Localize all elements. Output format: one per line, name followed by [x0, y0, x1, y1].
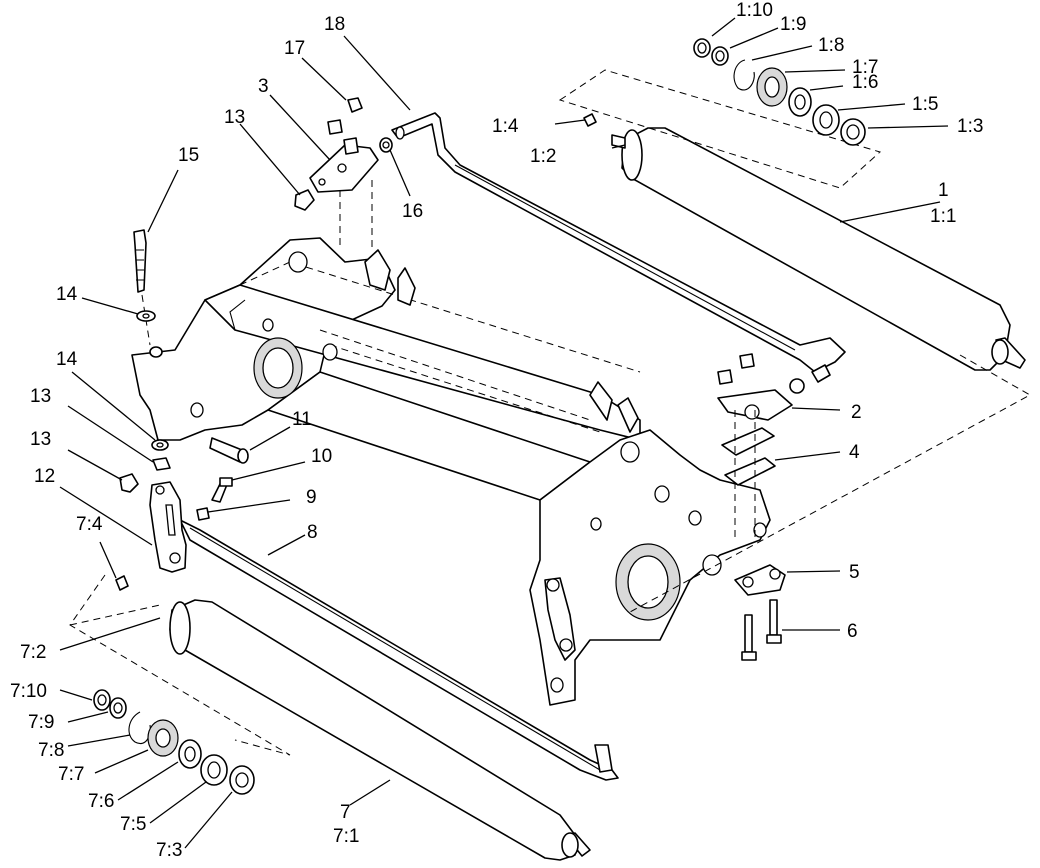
scraper-rod-18 [391, 112, 846, 383]
callout-3: 3 [258, 76, 269, 97]
callout-7-3: 7:3 [156, 840, 182, 861]
callout-7-2: 7:2 [20, 642, 46, 663]
callout-10: 10 [311, 446, 332, 467]
roller-7-hardware [93, 575, 255, 795]
callout-14-low: 14 [56, 349, 78, 370]
callout-1-4: 1:4 [492, 116, 519, 137]
retaining-ring-1-8 [733, 59, 755, 91]
callout-7-9: 7:9 [28, 712, 54, 733]
callout-11: 11 [292, 409, 312, 430]
callout-5: 5 [849, 562, 860, 583]
callout-12: 12 [34, 466, 55, 487]
callout-1: 1 [938, 180, 949, 201]
callout-16: 16 [402, 201, 423, 222]
callout-7-6: 7:6 [88, 791, 114, 812]
left-hardware [119, 229, 249, 573]
callout-1-8: 1:8 [818, 35, 844, 56]
leader-lines [59, 17, 949, 849]
main-frame [131, 237, 771, 706]
nut-17 [347, 97, 363, 113]
callout-7-7: 7:7 [58, 764, 84, 785]
callout-1-9: 1:9 [780, 14, 806, 35]
nut-13b [152, 457, 171, 471]
callout-7-10: 7:10 [10, 681, 47, 702]
grease-fitting-7-4 [115, 575, 129, 591]
roller-1-hardware [583, 38, 866, 146]
plate-4 [721, 427, 775, 456]
callout-labels: 1 1:1 1:2 1:3 1:4 1:5 1:6 1:7 1:8 1:9 1:… [10, 0, 983, 861]
callout-13-top: 13 [224, 107, 245, 128]
callout-6: 6 [847, 621, 858, 642]
bolt-15 [133, 229, 147, 293]
callout-17: 17 [284, 38, 305, 59]
callout-18: 18 [324, 14, 345, 35]
callout-2: 2 [851, 402, 862, 423]
callout-7-5: 7:5 [120, 814, 146, 835]
grease-fitting-1-4 [583, 113, 597, 127]
callout-1-2: 1:2 [530, 146, 556, 167]
callout-8: 8 [307, 522, 318, 543]
roller-1 [611, 127, 1026, 371]
roller-7 [169, 599, 591, 861]
callout-13-low: 13 [30, 429, 51, 450]
callout-14-top: 14 [56, 284, 78, 305]
frame-top-bar [204, 284, 641, 441]
retaining-ring-7-8 [128, 711, 151, 744]
callout-7-1: 7:1 [333, 826, 359, 847]
callout-9: 9 [306, 487, 317, 508]
roller-7-exploded-guide [69, 574, 291, 756]
nut-13c [119, 473, 139, 493]
callout-7-8: 7:8 [38, 740, 64, 761]
scraper-rod-8 [179, 519, 619, 781]
callout-4: 4 [849, 442, 860, 463]
bolt-6b [769, 599, 778, 636]
callout-1-6: 1:6 [852, 72, 878, 93]
bolt-6a [744, 614, 753, 653]
right-hardware [717, 353, 805, 661]
callout-15: 15 [178, 145, 199, 166]
callout-13-mid: 13 [30, 386, 51, 407]
roller-1-exploded-guide [558, 69, 881, 189]
bushing-9 [196, 507, 210, 521]
callout-7-4: 7:4 [76, 514, 103, 535]
callout-7: 7 [340, 802, 351, 823]
callout-1-1: 1:1 [930, 206, 956, 227]
callout-1-7: 1:7 [852, 57, 878, 78]
callout-1-3: 1:3 [957, 116, 983, 137]
top-hardware [294, 97, 393, 250]
callout-1-5: 1:5 [912, 94, 938, 115]
callout-1-10: 1:10 [736, 0, 773, 21]
